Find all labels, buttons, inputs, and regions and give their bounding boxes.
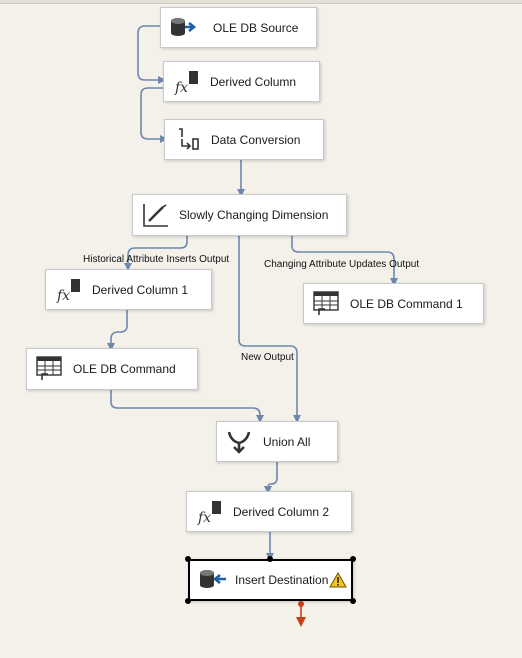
node-ole-db-command-1[interactable]: OLE DB Command 1	[303, 283, 484, 324]
error-output-dot	[298, 601, 304, 607]
path-scd-changing	[291, 236, 398, 286]
selection-handle-top-middle[interactable]	[267, 556, 273, 562]
node-label: Union All	[263, 434, 311, 449]
node-derived-column-2[interactable]: fx Derived Column 2	[186, 491, 352, 532]
table-command-icon	[35, 356, 65, 382]
svg-text:fx: fx	[197, 510, 211, 525]
path-command-to-union	[110, 390, 264, 423]
fx-icon: fx	[195, 499, 225, 526]
changing-output-label[interactable]: Changing Attribute Updates Output	[264, 259, 420, 270]
node-label: OLE DB Source	[213, 20, 299, 35]
historical-output-label[interactable]: Historical Attribute Inserts Output	[83, 254, 230, 265]
path-derived1-to-command	[107, 310, 128, 351]
node-label: Data Conversion	[211, 132, 301, 147]
node-label: Slowly Changing Dimension	[179, 208, 329, 222]
node-label: OLE DB Command	[73, 362, 176, 376]
conversion-icon	[173, 127, 203, 153]
database-destination-icon	[198, 567, 228, 593]
node-slowly-changing-dimension[interactable]: Slowly Changing Dimension	[132, 194, 347, 236]
selection-handle-bottom-right[interactable]	[350, 598, 356, 604]
node-label: Derived Column 1	[92, 282, 189, 297]
node-label: Derived Column 2	[233, 504, 330, 519]
path-scd-new-output	[238, 236, 301, 423]
node-union-all[interactable]: Union All	[216, 421, 338, 462]
fx-icon: fx	[54, 277, 84, 304]
node-label: Insert Destination	[235, 573, 329, 587]
node-insert-destination[interactable]: Insert Destination	[188, 559, 353, 601]
path-scd-historical	[124, 236, 188, 271]
path-derived-to-conversion	[140, 87, 168, 143]
database-source-icon	[169, 15, 199, 41]
node-derived-column-1[interactable]: fx Derived Column 1	[45, 269, 212, 310]
warning-icon[interactable]	[329, 571, 347, 588]
path-union-to-derived2	[264, 462, 278, 494]
new-output-label[interactable]: New Output	[241, 352, 294, 363]
svg-text:fx: fx	[174, 80, 188, 95]
union-icon	[225, 429, 255, 455]
fx-icon: fx	[172, 69, 202, 96]
table-command-icon	[312, 290, 342, 317]
node-ole-db-source[interactable]: OLE DB Source	[160, 7, 317, 48]
path-source-to-derived	[137, 25, 166, 84]
svg-text:fx: fx	[56, 288, 70, 303]
scd-pen-icon	[141, 202, 171, 228]
canvas-top-border	[0, 0, 522, 4]
node-data-conversion[interactable]: Data Conversion	[164, 119, 324, 160]
selection-handle-bottom-left[interactable]	[185, 598, 191, 604]
selection-handle-top-right[interactable]	[350, 556, 356, 562]
node-derived-column[interactable]: fx Derived Column	[163, 61, 320, 102]
node-label: OLE DB Command 1	[350, 296, 463, 311]
node-label: Derived Column	[210, 74, 297, 89]
selection-handle-top-left[interactable]	[185, 556, 191, 562]
node-ole-db-command[interactable]: OLE DB Command	[26, 348, 198, 390]
